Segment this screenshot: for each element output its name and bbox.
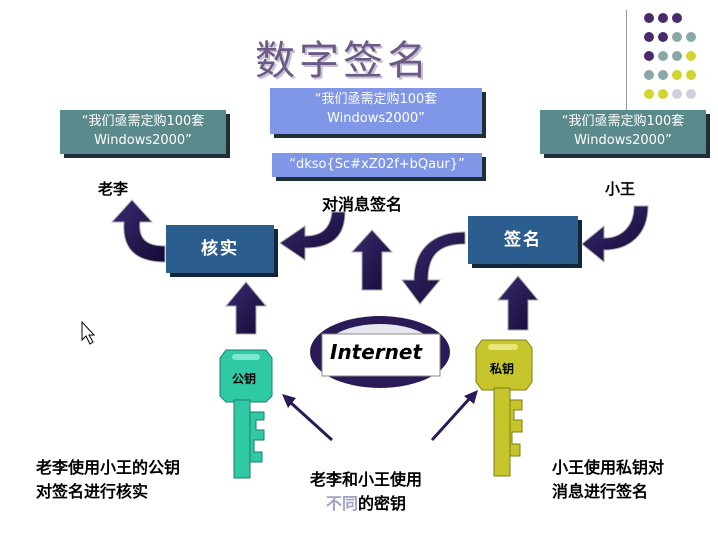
caption-right-line2: 消息进行签名 (552, 482, 649, 501)
internet-cloud-icon (310, 316, 450, 388)
message-right-line2: Windows2000” (574, 133, 672, 148)
decorative-dot (686, 13, 696, 23)
caption-left-line2: 对签名进行核实 (36, 482, 149, 501)
lao-li-label: 老李 (98, 180, 129, 198)
decorative-dot (644, 32, 654, 42)
decorative-dot (658, 32, 668, 42)
decorative-divider-line (626, 10, 627, 130)
decorative-dot (644, 89, 654, 99)
decorative-dot (686, 32, 696, 42)
message-box-right: “我们亟需定购100套 Windows2000” (540, 110, 706, 154)
page-title: 数字签名 (255, 38, 431, 84)
decorative-dot (686, 70, 696, 80)
pointer-arrow-public-icon (282, 394, 334, 442)
decorative-dot (658, 70, 668, 80)
decorative-dot (644, 70, 654, 80)
message-right-line1: “我们亟需定购100套 (561, 114, 685, 129)
decorative-dot (686, 89, 696, 99)
sign-message-label: 对消息签名 (322, 195, 403, 214)
verify-box: 核实 (166, 225, 274, 273)
caption-center-highlight: 不同 (325, 494, 358, 513)
curved-arrow-to-verify-icon (279, 211, 346, 261)
xiao-wang-label: 小王 (605, 180, 636, 198)
pointer-arrow-private-icon (430, 390, 478, 442)
sign-box: 签名 (468, 216, 578, 264)
private-key-label: 私钥 (490, 362, 515, 376)
decorative-dot (658, 89, 668, 99)
message-box-left: “我们亟需定购100套 Windows2000” (60, 110, 226, 154)
signature-box: “dkso{Sc#xZ02f+bQaur}” (272, 153, 482, 177)
caption-left: 老李使用小王的公钥 对签名进行核实 (36, 456, 180, 504)
up-arrow-public-key-icon (224, 281, 268, 335)
decorative-dot-grid (642, 10, 704, 105)
decorative-dot (672, 70, 682, 80)
private-key-icon (475, 339, 533, 477)
caption-right-line1: 小王使用私钥对 (552, 458, 665, 477)
curved-arrow-from-xiaowang-icon (581, 205, 649, 264)
sign-box-label: 签名 (504, 230, 542, 250)
message-box-center: “我们亟需定购100套 Windows2000” (270, 88, 482, 134)
public-key-icon (219, 349, 273, 479)
up-arrow-center-icon (350, 229, 394, 291)
caption-center-rest: 的密钥 (358, 494, 407, 513)
decorative-dot (686, 51, 696, 61)
signature-text: “dkso{Sc#xZ02f+bQaur}” (289, 157, 465, 172)
internet-label: Internet (330, 340, 423, 364)
decorative-dot (644, 13, 654, 23)
caption-center-line1: 老李和小王使用 (310, 470, 423, 489)
decorative-dot (658, 51, 668, 61)
decorative-dot (672, 13, 682, 23)
message-left-line1: “我们亟需定购100套 (81, 114, 205, 129)
public-key-label: 公钥 (232, 372, 257, 386)
message-left-line2: Windows2000” (94, 133, 192, 148)
decorative-dot (644, 51, 654, 61)
caption-center-line2: 不同的密钥 (310, 492, 422, 516)
decorative-dot (672, 89, 682, 99)
decorative-dot (658, 13, 668, 23)
caption-center: 老李和小王使用 不同的密钥 (310, 468, 422, 516)
curved-arrow-to-laoli-icon (110, 199, 166, 263)
message-center-line2: Windows2000” (327, 111, 425, 126)
verify-box-label: 核实 (201, 239, 239, 259)
curved-arrow-to-internet-icon (401, 231, 466, 305)
message-center-line1: “我们亟需定购100套 (314, 92, 438, 107)
decorative-dot (672, 32, 682, 42)
up-arrow-private-key-icon (496, 275, 540, 331)
caption-right: 小王使用私钥对 消息进行签名 (552, 456, 664, 504)
mouse-cursor-icon (81, 320, 96, 345)
decorative-dot (672, 51, 682, 61)
caption-left-line1: 老李使用小王的公钥 (36, 458, 181, 477)
